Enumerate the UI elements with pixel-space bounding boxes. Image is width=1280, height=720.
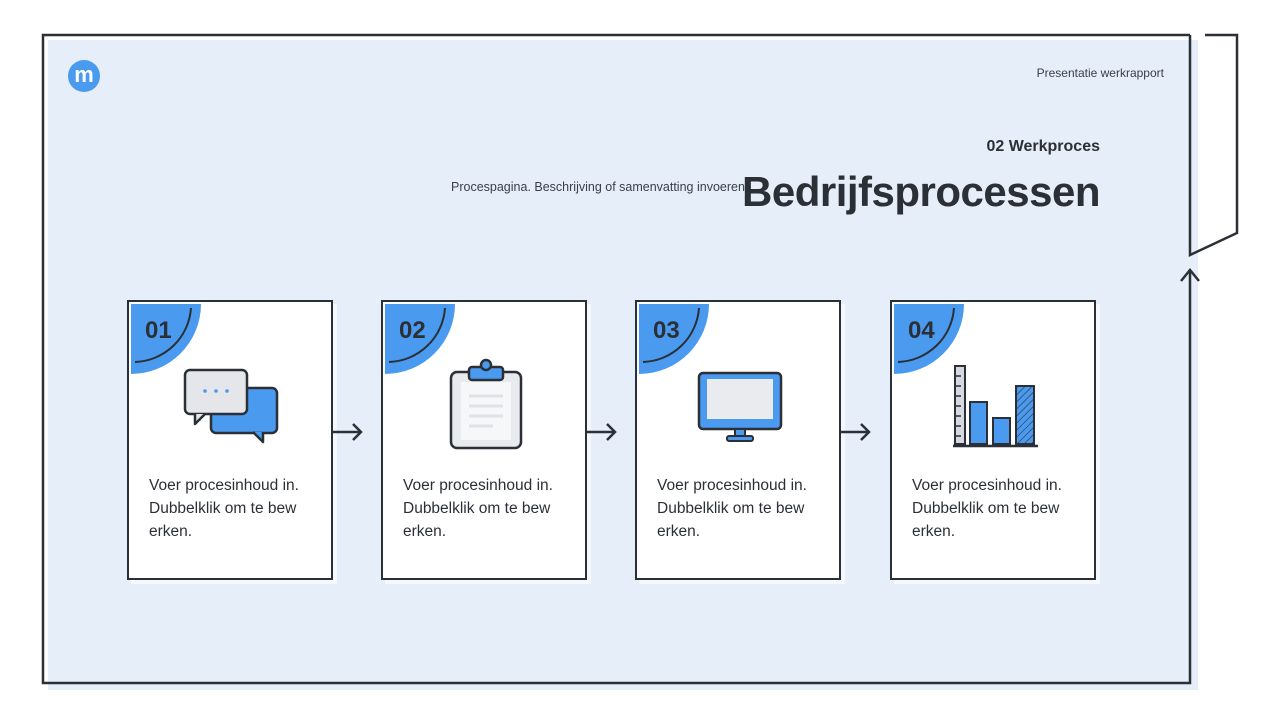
arrow-right-icon xyxy=(841,423,871,441)
step-text[interactable]: Voer procesinhoud in. Dubbelklik om te b… xyxy=(149,477,299,540)
step-text[interactable]: Voer procesinhoud in. Dubbelklik om te b… xyxy=(912,477,1062,540)
monitor-icon xyxy=(697,371,783,442)
page-subtitle: Procespagina. Beschrijving of samenvatti… xyxy=(451,180,749,194)
step-card-4[interactable]: 04 Voer procesinhoud in. Dubbelklik om t… xyxy=(890,300,1100,584)
arrow-right-icon xyxy=(333,423,363,441)
arrow-right-icon xyxy=(587,423,617,441)
step-number: 02 xyxy=(399,317,426,344)
step-card-2[interactable]: 02 Voer procesinhoud in. Dubbelklik om t… xyxy=(381,300,591,584)
step-text[interactable]: Voer procesinhoud in. Dubbelklik om te b… xyxy=(403,477,553,540)
step-card-3[interactable]: 03 Voer procesinhoud in. Dubbelklik om t… xyxy=(635,300,845,584)
corner-accent xyxy=(131,304,201,374)
corner-accent xyxy=(894,304,964,374)
bar-chart-icon xyxy=(953,365,1038,448)
corner-accent xyxy=(639,304,709,374)
step-number: 04 xyxy=(908,317,935,344)
step-number: 01 xyxy=(145,317,172,344)
chat-bubbles-icon xyxy=(183,368,279,444)
logo: m xyxy=(68,60,100,92)
clipboard-icon xyxy=(449,358,523,450)
corner-accent xyxy=(385,304,455,374)
step-card-1[interactable]: 01 Voer procesinhoud in. Dubbelklik om t… xyxy=(127,300,337,584)
step-number: 03 xyxy=(653,317,680,344)
page-title: Bedrijfsprocessen xyxy=(742,168,1100,215)
report-label: Presentatie werkrapport xyxy=(1036,66,1164,80)
section-label: 02 Werkproces xyxy=(986,138,1100,155)
step-text[interactable]: Voer procesinhoud in. Dubbelklik om te b… xyxy=(657,477,807,540)
